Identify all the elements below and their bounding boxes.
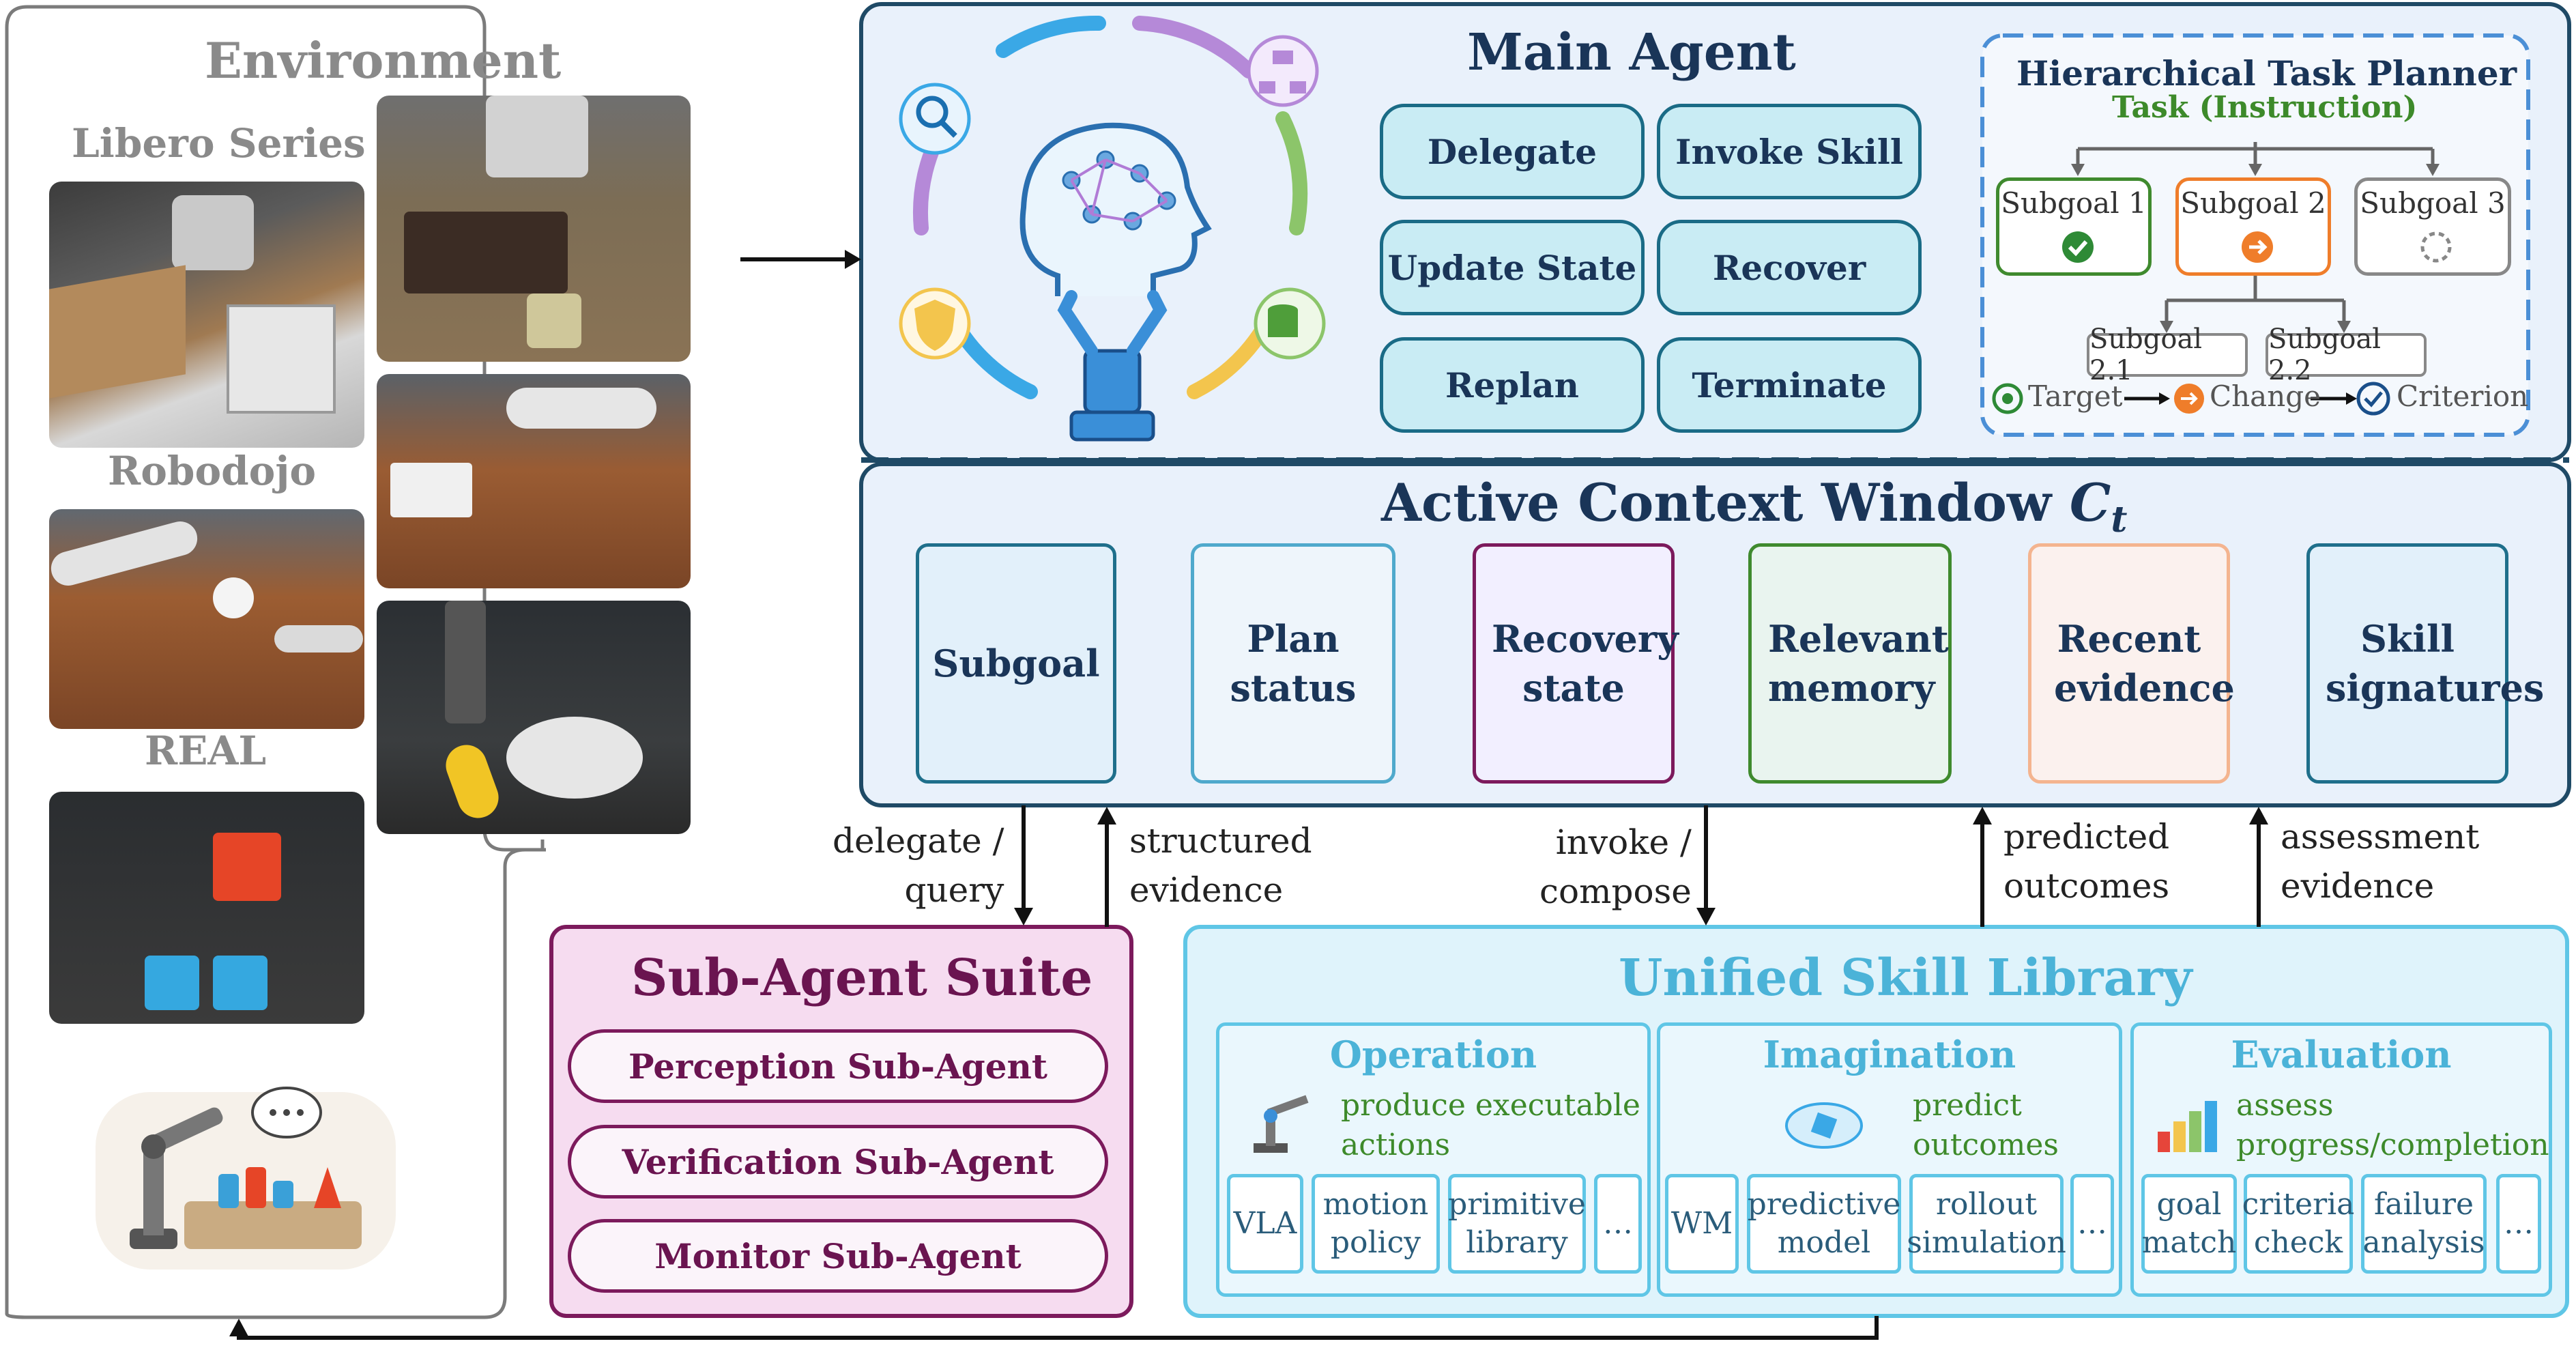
ctx-card-relevant-memory: Relevant memory xyxy=(1748,543,1952,784)
planner-title: Hierarchical Task Planner xyxy=(2016,53,2517,94)
chip-criteria-check: criteria check xyxy=(2242,1174,2354,1274)
ctx-card-plan-status: Plan status xyxy=(1191,543,1395,784)
real-photo-1 xyxy=(49,792,364,1024)
subgoal-2-2: Subgoal 2.2 xyxy=(2266,324,2427,386)
libero-photo-1 xyxy=(49,182,364,448)
arrow-right-circle-icon xyxy=(2242,231,2273,263)
operation-title: Operation xyxy=(1329,1033,1537,1076)
libero-photo-2 xyxy=(377,96,691,362)
imagination-panel: Imagination predict outcomes xyxy=(1657,1022,2122,1297)
subgoal-2-1: Subgoal 2.1 xyxy=(2087,324,2248,386)
chip-vla: VLA xyxy=(1227,1174,1303,1274)
robodojo-label: Robodojo xyxy=(108,448,317,494)
recover-action: Recover xyxy=(1657,220,1922,315)
operation-desc: produce executable actions xyxy=(1341,1088,1640,1162)
libero-label: Libero Series xyxy=(72,120,366,167)
subgoal-2: Subgoal 2 xyxy=(2175,177,2331,276)
edge-predicted-outcomes: predicted outcomes xyxy=(2003,817,2170,906)
cloud-cube-icon xyxy=(1785,1102,1863,1149)
chip-evaluation-more: … xyxy=(2496,1174,2541,1274)
chip-rollout-simulation: rollout simulation xyxy=(1907,1174,2066,1274)
environment-title: Environment xyxy=(205,31,562,89)
update-state-action: Update State xyxy=(1380,220,1645,315)
chip-imagination-more: … xyxy=(2070,1174,2114,1274)
ctx-card-skill-signatures: Skill signatures xyxy=(2306,543,2544,784)
edge-invoke-compose: invoke / compose xyxy=(1539,822,1692,911)
monitor-sub-agent: Monitor Sub-Agent xyxy=(568,1219,1108,1293)
robodojo-photo-1 xyxy=(49,509,364,729)
replan-action: Replan xyxy=(1380,337,1645,433)
edge-structured-evidence: structured evidence xyxy=(1129,821,1312,910)
main-agent-title: Main Agent xyxy=(1467,23,1796,82)
robodojo-photo-2 xyxy=(377,374,691,588)
ctx-card-recent-evidence: Recent evidence xyxy=(2028,543,2235,784)
invoke-skill-action: Invoke Skill xyxy=(1657,104,1922,199)
ctx-card-subgoal: Subgoal xyxy=(916,543,1116,784)
perception-sub-agent: Perception Sub-Agent xyxy=(568,1029,1108,1103)
verification-sub-agent: Verification Sub-Agent xyxy=(568,1125,1108,1199)
pending-circle-icon xyxy=(2420,231,2452,263)
ctx-card-recovery-state: Recovery state xyxy=(1473,543,1679,784)
planner-legend xyxy=(1992,382,2390,416)
brain-network-icon xyxy=(899,15,1326,442)
robot-arm-icon xyxy=(1254,1095,1309,1153)
chip-wm: WM xyxy=(1665,1174,1739,1274)
subgoal-3: Subgoal 3 xyxy=(2354,177,2511,276)
imagination-title: Imagination xyxy=(1763,1033,2016,1076)
terminate-action: Terminate xyxy=(1657,337,1922,433)
check-icon xyxy=(2062,231,2094,263)
planner-task: Task (Instruction) xyxy=(2112,90,2418,125)
chip-operation-more: … xyxy=(1594,1174,1642,1274)
edge-assessment-evidence: assessment evidence xyxy=(2281,817,2480,906)
sub-agent-suite-title: Sub-Agent Suite xyxy=(631,949,1093,1007)
skill-library-title: Unified Skill Library xyxy=(1619,949,2193,1007)
real-label: REAL xyxy=(145,728,267,774)
legend-target: Target xyxy=(2028,379,2123,413)
subgoal-1: Subgoal 1 xyxy=(1996,177,2152,276)
legend-change: Change xyxy=(2210,379,2321,413)
evaluation-title: Evaluation xyxy=(2231,1033,2452,1076)
evaluation-desc: assess progress/completion xyxy=(2236,1088,2549,1162)
chip-goal-match: goal match xyxy=(2141,1174,2237,1274)
real-photo-2 xyxy=(377,601,691,834)
robot-arm-illustration xyxy=(96,1087,396,1270)
delegate-action: Delegate xyxy=(1380,104,1645,199)
imagination-desc: predict outcomes xyxy=(1913,1088,2059,1162)
legend-criterion: Criterion xyxy=(2397,379,2529,413)
chip-failure-analysis: failure analysis xyxy=(2361,1174,2487,1274)
bar-chart-icon xyxy=(2158,1101,2217,1152)
edge-delegate-query: delegate / query xyxy=(833,821,1004,910)
context-window-title: Active Context Window Ct xyxy=(1381,472,2128,541)
chip-motion-policy: motion policy xyxy=(1312,1174,1440,1274)
chip-predictive-model: predictive model xyxy=(1747,1174,1901,1274)
chip-primitive-library: primitive library xyxy=(1448,1174,1586,1274)
